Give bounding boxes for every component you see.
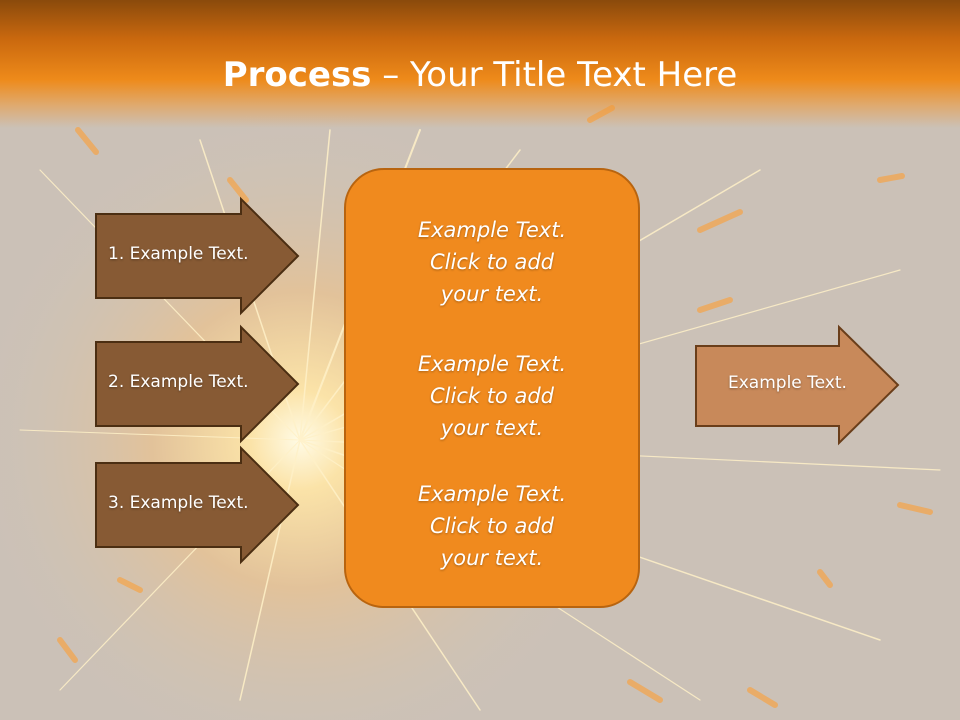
left-arrow-1-label: 1. Example Text. [108, 244, 249, 264]
center-process-box[interactable]: Example Text. Click to add your text. Ex… [344, 168, 640, 608]
center-paragraph-2-line-1: Example Text. [417, 352, 567, 376]
center-paragraph-1-line-2: Click to add [429, 250, 554, 274]
center-paragraph-1-line-1: Example Text. [417, 218, 567, 242]
center-paragraph-3-line-3: your text. [440, 546, 544, 570]
title-bar [0, 0, 960, 128]
title-bold: Process [222, 55, 372, 95]
center-paragraph-2: Example Text. Click to add your text. [346, 348, 638, 444]
left-arrow-3-label: 3. Example Text. [108, 493, 249, 513]
right-arrow[interactable]: Example Text. [695, 324, 900, 446]
center-paragraph-3-line-2: Click to add [429, 514, 554, 538]
center-paragraph-2-line-3: your text. [440, 416, 544, 440]
left-arrow-2[interactable]: 2. Example Text. [95, 324, 300, 444]
left-arrow-3[interactable]: 3. Example Text. [95, 445, 300, 565]
center-paragraph-2-line-2: Click to add [429, 384, 554, 408]
right-arrow-label: Example Text. [728, 373, 847, 393]
center-paragraph-1-line-3: your text. [440, 282, 544, 306]
center-paragraph-1: Example Text. Click to add your text. [346, 214, 638, 310]
center-paragraph-3-line-1: Example Text. [417, 482, 567, 506]
left-arrow-1[interactable]: 1. Example Text. [95, 196, 300, 316]
left-arrow-2-label: 2. Example Text. [108, 372, 249, 392]
center-paragraph-3: Example Text. Click to add your text. [346, 478, 638, 574]
title-rest: – Your Title Text Here [371, 55, 738, 95]
slide-title[interactable]: Process – Your Title Text Here [0, 52, 960, 98]
